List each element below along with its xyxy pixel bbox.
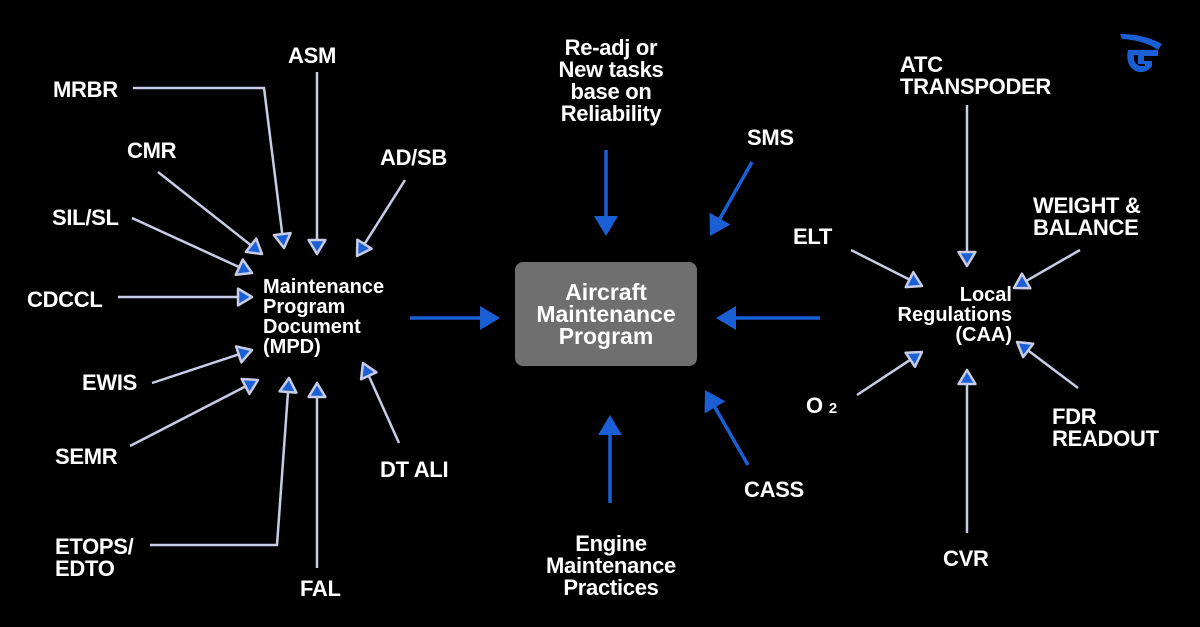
dt-ali-label: DT ALI bbox=[380, 457, 449, 482]
mrbr-label: MRBR bbox=[53, 77, 118, 102]
ewis-arrow-head bbox=[234, 345, 254, 364]
cvr-arrow-head bbox=[957, 368, 977, 386]
ad-sb-label: AD/SB bbox=[380, 145, 447, 170]
cass-to-program-arrow bbox=[712, 404, 750, 466]
o2-subscript: 2 bbox=[828, 400, 837, 417]
mpd-to-program-arrow-head bbox=[480, 306, 500, 330]
elt-label: ELT bbox=[793, 224, 833, 249]
regs-to-program-arrow-head bbox=[716, 306, 736, 330]
ewis-arrow bbox=[151, 352, 241, 385]
sil-sl-arrow-head bbox=[234, 258, 254, 277]
ewis-label: EWIS bbox=[82, 370, 138, 395]
fdr-readout-label: FDR READOUT bbox=[1052, 404, 1159, 451]
o2-letter: O bbox=[806, 393, 823, 418]
o2-arrow-head bbox=[904, 350, 924, 368]
aircraft-maintenance-program-box: Aircraft Maintenance Program bbox=[515, 262, 697, 366]
center-label: Aircraft Maintenance Program bbox=[536, 279, 676, 349]
cmr-label: CMR bbox=[127, 138, 177, 163]
cass-to-program-arrow-head bbox=[704, 390, 726, 414]
ad-sb-arrow-head bbox=[355, 238, 373, 258]
weight-balance-label: WEIGHT & BALANCE bbox=[1033, 193, 1141, 240]
fdr-arrow-head bbox=[1015, 340, 1035, 359]
semr-arrow-head bbox=[240, 377, 260, 396]
atc-arrow-head bbox=[957, 250, 977, 268]
elt-arrow-head bbox=[904, 270, 924, 289]
fal-arrow-head bbox=[307, 381, 327, 399]
sms-to-program-arrow-head bbox=[709, 212, 731, 236]
semr-label: SEMR bbox=[55, 444, 118, 469]
semr-arrow bbox=[129, 384, 248, 448]
asm-label: ASM bbox=[288, 43, 336, 68]
etops-arrow-head bbox=[278, 376, 298, 394]
atc-transponder-label: ATC TRANSPODER bbox=[900, 52, 1052, 99]
sms-label: SMS bbox=[747, 125, 794, 150]
gamma-g-logo-icon bbox=[1120, 34, 1162, 73]
fal-label: FAL bbox=[300, 576, 341, 601]
etops-edto-label: ETOPS/ EDTO bbox=[55, 534, 134, 581]
ad-sb-arrow bbox=[362, 179, 407, 247]
mrbr-arrow-head bbox=[272, 231, 292, 250]
elt-arrow bbox=[850, 248, 912, 282]
cdccl-label: CDCCL bbox=[27, 287, 103, 312]
dt-ali-arrow-head bbox=[359, 361, 378, 381]
engine-to-program-arrow-head bbox=[598, 415, 622, 435]
o2-arrow bbox=[856, 357, 913, 397]
etops-arrow bbox=[150, 390, 290, 547]
sil-sl-arrow bbox=[131, 216, 242, 269]
weight-arrow bbox=[1024, 248, 1081, 283]
local-regulations-label: Local Regulations (CAA) bbox=[897, 284, 1012, 346]
asm-arrow-head bbox=[307, 238, 327, 256]
dt-ali-arrow bbox=[367, 373, 401, 444]
cass-label: CASS bbox=[744, 477, 804, 502]
sms-to-program-arrow bbox=[717, 161, 754, 222]
fdr-arrow bbox=[1026, 348, 1079, 389]
cmr-arrow bbox=[157, 171, 253, 248]
cvr-label: CVR bbox=[943, 546, 989, 571]
readj-to-program-arrow-head bbox=[594, 216, 618, 236]
mpd-label: Maintenance Program Document (MPD) bbox=[263, 276, 385, 358]
weight-arrow-head bbox=[1012, 272, 1032, 290]
cmr-arrow-head bbox=[244, 237, 264, 256]
cdccl-arrow-head bbox=[236, 287, 254, 307]
mrbr-arrow bbox=[133, 86, 284, 236]
engine-maintenance-practices-label: Engine Maintenance Practices bbox=[546, 531, 676, 600]
sil-sl-label: SIL/SL bbox=[52, 205, 119, 230]
readj-reliability-label: Re-adj or New tasks base on Reliability bbox=[558, 35, 664, 126]
